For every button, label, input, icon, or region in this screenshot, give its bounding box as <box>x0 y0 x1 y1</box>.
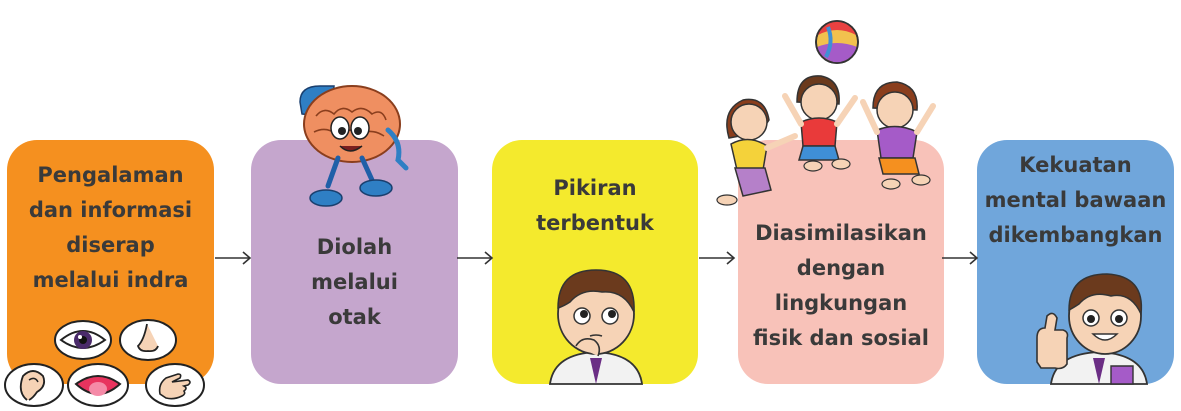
step-label-brain: Diolah melalui otak <box>311 235 398 329</box>
brain-character-illustration <box>299 85 409 207</box>
hand-icon <box>145 363 205 407</box>
step-box-brain: Diolah melalui otak <box>251 140 458 384</box>
arrow-right-icon <box>457 251 494 265</box>
thumbs-up-boy-illustration <box>1036 273 1149 385</box>
eye-icon <box>54 320 112 360</box>
arrow-right-icon <box>699 251 736 265</box>
thinking-boy-illustration <box>548 269 644 385</box>
arrow-right-icon <box>215 251 252 265</box>
nose-icon <box>119 319 177 361</box>
step-label-senses: Pengalaman dan informasi diserap melalui… <box>28 163 193 292</box>
playing-children-illustration <box>716 75 936 206</box>
step-box-mental-strength: Kekuatan mental bawaan dikembangkan <box>977 140 1174 384</box>
step-label-thought: Pikiran terbentuk <box>536 176 654 235</box>
step-label-mental-strength: Kekuatan mental bawaan dikembangkan <box>984 153 1167 247</box>
ball-icon <box>815 20 859 64</box>
arrow-right-icon <box>942 251 979 265</box>
step-box-environment: Diasimilasikan dengan lingkungan fisik d… <box>738 140 944 384</box>
step-label-environment: Diasimilasikan dengan lingkungan fisik d… <box>753 221 929 350</box>
ear-icon <box>4 363 64 407</box>
mouth-icon <box>67 363 129 407</box>
